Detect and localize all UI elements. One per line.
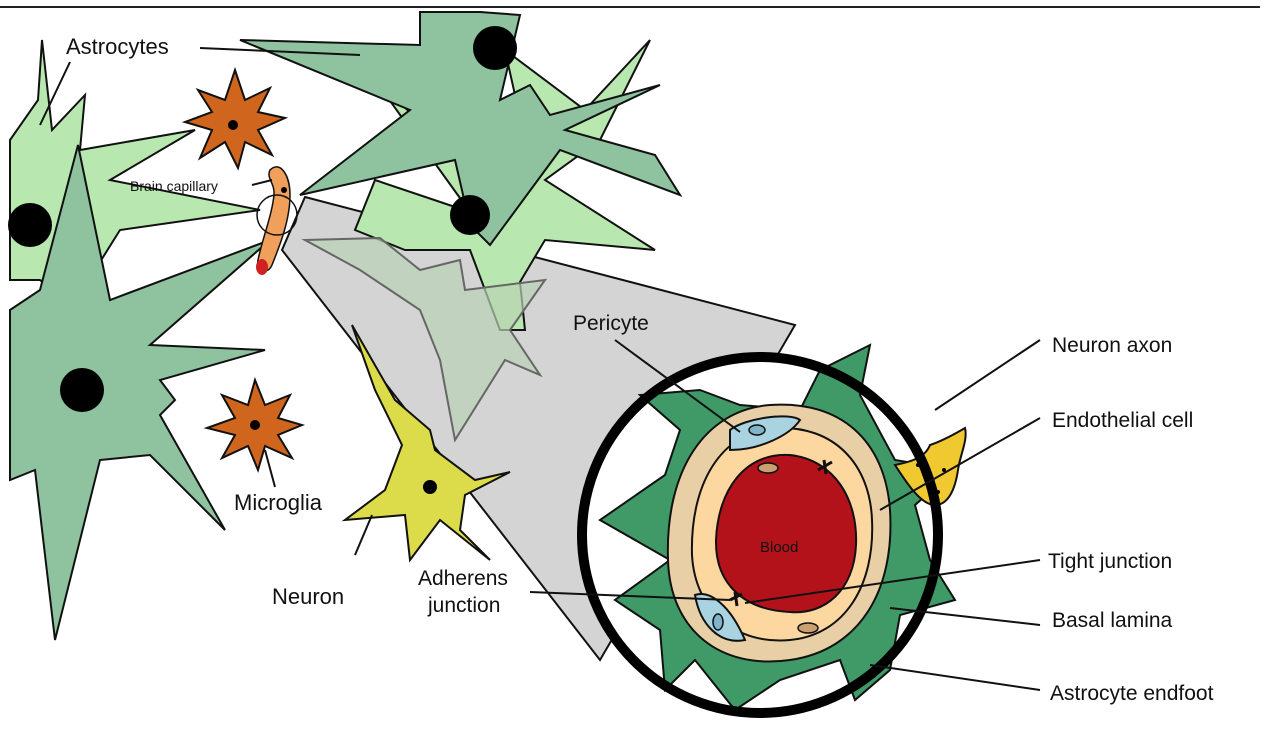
astrocyte-center-nucleus bbox=[450, 195, 490, 235]
label-microglia: Microglia bbox=[234, 490, 323, 515]
label-pericyte: Pericyte bbox=[573, 312, 649, 335]
label-basal-lamina: Basal lamina bbox=[1052, 609, 1173, 632]
label-adherens-junction-1: Adherens bbox=[418, 567, 508, 590]
capillary-cell-dot bbox=[281, 187, 287, 193]
astrocyte-lower-nucleus bbox=[60, 368, 104, 412]
microglia-top-nucleus bbox=[228, 120, 238, 130]
label-astrocytes: Astrocytes bbox=[66, 34, 169, 59]
astrocyte-endfoot-leader bbox=[870, 665, 1040, 690]
label-tight-junction: Tight junction bbox=[1048, 550, 1172, 573]
blood-lumen bbox=[716, 455, 856, 612]
label-endothelial-cell: Endothelial cell bbox=[1052, 409, 1193, 432]
pericyte-nucleus bbox=[749, 425, 765, 435]
label-neuron-axon: Neuron axon bbox=[1052, 334, 1172, 357]
neuron-nucleus bbox=[423, 480, 437, 494]
brain-capillary-leader bbox=[252, 180, 272, 185]
neuron-leader bbox=[355, 515, 372, 555]
endothelial-nucleus bbox=[798, 623, 818, 633]
label-adherens-junction-2: junction bbox=[427, 594, 500, 617]
label-blood: Blood bbox=[760, 539, 798, 556]
astrocyte-top-nucleus bbox=[473, 26, 517, 70]
microglia-leader bbox=[265, 450, 275, 487]
endothelial-nucleus bbox=[758, 463, 778, 473]
astrocyte-left-nucleus bbox=[8, 203, 52, 247]
label-astrocyte-endfoot: Astrocyte endfoot bbox=[1050, 682, 1214, 705]
neuron-axon-leader bbox=[935, 340, 1040, 410]
label-brain-capillary: Brain capillary bbox=[130, 178, 218, 194]
capillary-red-tip bbox=[256, 259, 268, 275]
microglia-top bbox=[185, 70, 285, 168]
microglia-bottom-nucleus bbox=[250, 420, 260, 430]
pericyte-nucleus bbox=[713, 614, 723, 630]
label-neuron: Neuron bbox=[272, 584, 344, 609]
